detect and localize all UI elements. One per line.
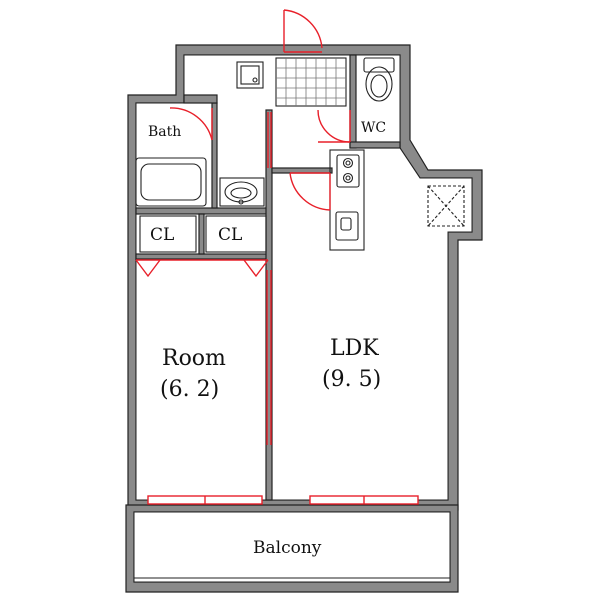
- bath-label: Bath: [148, 124, 181, 140]
- partition-bath-right: [211, 102, 218, 209]
- ldk-name-label: LDK: [330, 336, 379, 361]
- entry-door: [283, 9, 323, 53]
- closet-left-label: CL: [150, 225, 174, 245]
- balcony-floor: [133, 511, 451, 583]
- wc-door: [317, 109, 351, 143]
- balcony-label: Balcony: [253, 538, 322, 558]
- partition-entry-top: [183, 94, 218, 104]
- fridge-space: [427, 185, 465, 227]
- closet-right: [205, 215, 267, 253]
- partition-corridor-bottom: [271, 167, 333, 174]
- ldk-balcony-window: [309, 495, 419, 505]
- room-name-label: Room: [162, 346, 226, 371]
- partition-bath-bottom: [135, 207, 271, 215]
- interior-floor: [135, 54, 473, 501]
- room-ldk-sliding-door: [266, 270, 272, 445]
- entrance-tiles: [275, 57, 347, 107]
- bathtub: [135, 157, 207, 207]
- room-balcony-window: [147, 495, 263, 505]
- closet-doors: [135, 259, 269, 278]
- partition-closets-bottom: [135, 253, 271, 260]
- ldk-size-label: (9. 5): [322, 367, 381, 392]
- wash-basin: [219, 177, 265, 207]
- washing-machine-pan: [236, 61, 264, 89]
- bath-door: [169, 107, 213, 141]
- partition-wc-bottom: [349, 141, 401, 149]
- closet-left: [139, 215, 197, 253]
- closet-right-label: CL: [218, 225, 242, 245]
- room-size-label: (6. 2): [160, 377, 219, 402]
- partition-closets-mid: [198, 213, 205, 255]
- partition-wc-left: [349, 54, 357, 149]
- toilet: [363, 57, 395, 102]
- ldk-door: [289, 172, 331, 211]
- corridor-sliding-door: [267, 112, 272, 168]
- wc-label: WC: [361, 120, 386, 136]
- partition-room-ldk: [265, 109, 273, 501]
